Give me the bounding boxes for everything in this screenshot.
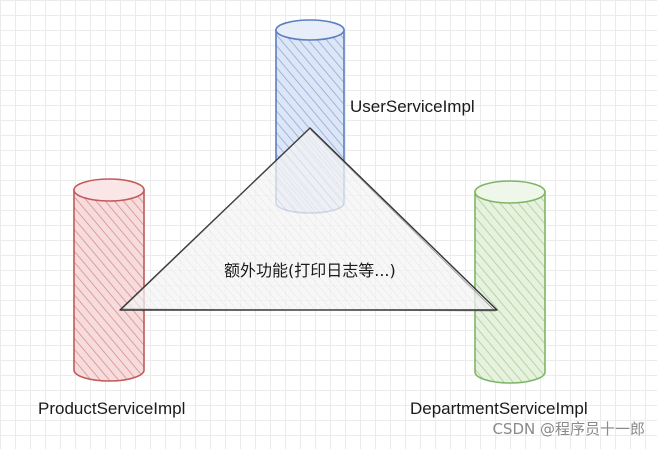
department-service-label: DepartmentServiceImpl bbox=[410, 399, 588, 418]
extra-functions-label: 额外功能(打印日志等...) bbox=[224, 261, 396, 280]
user-service-label: UserServiceImpl bbox=[350, 97, 475, 116]
csdn-watermark: CSDN @程序员十一郎 bbox=[492, 420, 645, 438]
product-service-cylinder bbox=[73, 178, 145, 382]
product-service-label: ProductServiceImpl bbox=[38, 399, 186, 418]
aspect-triangle bbox=[119, 127, 498, 312]
department-service-cylinder bbox=[474, 180, 546, 384]
